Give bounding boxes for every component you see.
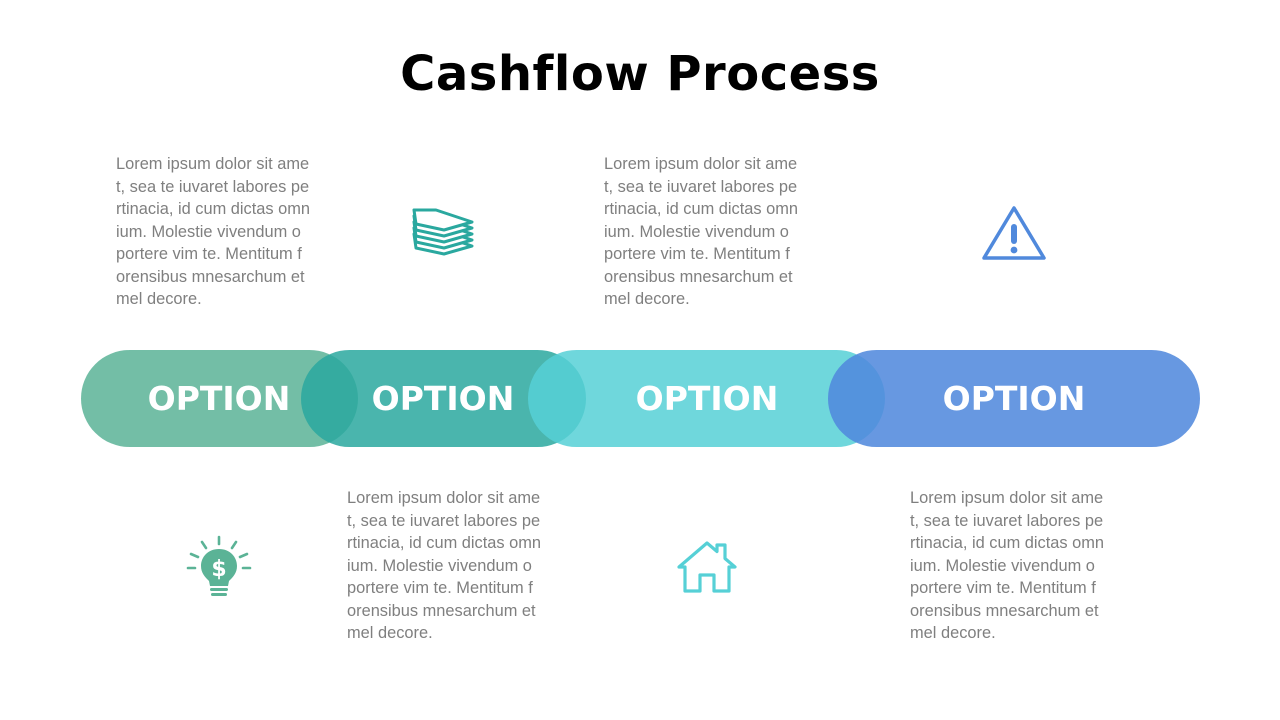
svg-text:$: $ bbox=[211, 557, 226, 582]
stacked-layers-icon bbox=[412, 208, 474, 256]
step-1-label: OPTION bbox=[147, 379, 291, 418]
step-3-label: OPTION bbox=[635, 379, 779, 418]
step-4-description: Lorem ipsum dolor sit ame t, sea te iuva… bbox=[910, 489, 1105, 642]
step-4-pill bbox=[828, 350, 1200, 447]
step-4-label: OPTION bbox=[942, 379, 1086, 418]
step-2-label: OPTION bbox=[371, 379, 515, 418]
step-2-description: Lorem ipsum dolor sit ame t, sea te iuva… bbox=[347, 489, 542, 642]
house-icon bbox=[677, 541, 737, 593]
page-title: Cashflow Process bbox=[400, 46, 880, 102]
warning-triangle-icon bbox=[982, 206, 1046, 260]
step-3-description: Lorem ipsum dolor sit ame t, sea te iuva… bbox=[604, 155, 799, 308]
step-1-description: Lorem ipsum dolor sit ame t, sea te iuva… bbox=[116, 155, 311, 308]
lightbulb-dollar-icon: $ bbox=[186, 535, 252, 596]
step-3-pill bbox=[528, 350, 885, 447]
